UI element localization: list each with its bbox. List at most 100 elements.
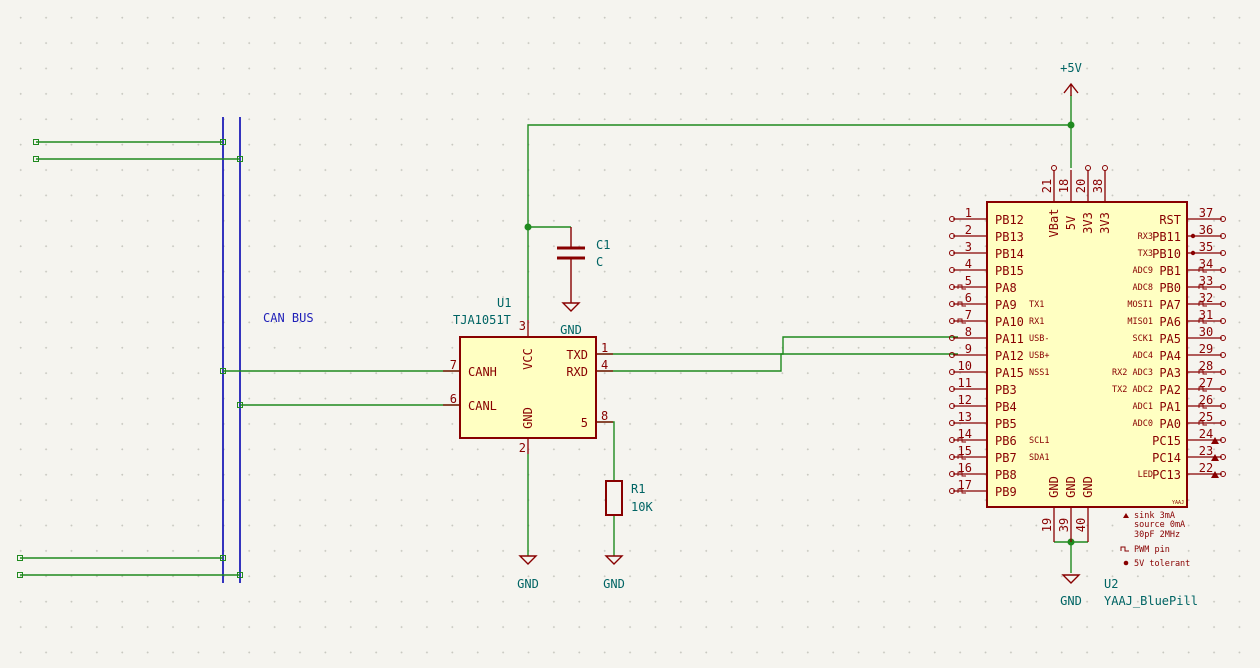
pwm-icon bbox=[1198, 318, 1207, 324]
u1-body bbox=[459, 336, 597, 439]
u2-pin-function: SCK1 bbox=[1133, 334, 1153, 344]
u2-pin-num: 24 bbox=[1199, 427, 1213, 441]
u2-pin-num: 37 bbox=[1199, 206, 1213, 220]
u2-pin-name: 3V3 bbox=[1098, 212, 1112, 234]
u2-pin-num: 14 bbox=[958, 427, 972, 441]
pwm-icon bbox=[1198, 301, 1207, 307]
ground-symbol-u1[interactable]: GND bbox=[517, 555, 539, 591]
junction-dot bbox=[524, 223, 532, 231]
capacitor-c1[interactable]: C1 C GND bbox=[557, 227, 610, 337]
u2-pin-num: 39 bbox=[1057, 518, 1071, 532]
legend-source: source 0mA bbox=[1134, 520, 1185, 530]
ground-symbol-u2[interactable]: GND bbox=[1060, 574, 1082, 608]
u2-pin-num: 5 bbox=[965, 274, 972, 288]
pwm-icon bbox=[957, 454, 966, 460]
u2-pin-num: 33 bbox=[1199, 274, 1213, 288]
pwm-icon bbox=[1198, 386, 1207, 392]
sink-icon bbox=[1211, 454, 1219, 461]
pin-end-icon bbox=[949, 454, 955, 460]
u2-ref: U2 bbox=[1104, 577, 1118, 591]
pin-end-icon bbox=[949, 233, 955, 239]
u2-pin-name: PB10 bbox=[1152, 247, 1181, 261]
wire-5v-rail[interactable] bbox=[527, 124, 1071, 320]
resistor-r1[interactable]: R1 10K GND bbox=[603, 480, 653, 591]
pin-end-icon bbox=[949, 437, 955, 443]
wire-s-r1[interactable] bbox=[597, 421, 615, 480]
pin-end-icon bbox=[1220, 471, 1226, 477]
pin-end-icon bbox=[949, 335, 955, 341]
pin-end-icon bbox=[1220, 233, 1226, 239]
u2-pin-name: PB15 bbox=[995, 264, 1024, 278]
u2-pin-num: 6 bbox=[965, 291, 972, 305]
pin-end-icon bbox=[1220, 267, 1226, 273]
u2-pin-name: GND bbox=[1081, 476, 1095, 498]
pin-end-icon bbox=[1085, 165, 1091, 171]
u2-pin-num: 18 bbox=[1057, 179, 1071, 193]
u2-pin-name: PB14 bbox=[995, 247, 1024, 261]
pin-end-icon bbox=[949, 284, 955, 290]
u2-pin-name: PC13 bbox=[1152, 468, 1181, 482]
pwm-icon bbox=[1120, 546, 1129, 552]
pin-end-icon bbox=[1220, 437, 1226, 443]
pin-end-icon bbox=[1220, 369, 1226, 375]
u2-pin-function: SCL1 bbox=[1029, 436, 1049, 446]
u2-pin-name: RST bbox=[1159, 213, 1181, 227]
wire-txd-pa11[interactable] bbox=[597, 336, 958, 355]
net-label-can-bus[interactable]: CAN BUS bbox=[263, 311, 314, 325]
u1-pin-label-s: 5 bbox=[581, 416, 588, 430]
u1-pin-label-rxd: RXD bbox=[566, 365, 588, 379]
u2-pin-function: USB+ bbox=[1029, 351, 1049, 361]
u2-pin-name: PB5 bbox=[995, 417, 1017, 431]
u2-pin-name: PA1 bbox=[1159, 400, 1181, 414]
legend-pwm: PWM pin bbox=[1134, 545, 1170, 555]
u2-pin-num: 17 bbox=[958, 478, 972, 492]
pin-end-icon bbox=[949, 386, 955, 392]
u2-pin-name: PA7 bbox=[1159, 298, 1181, 312]
u1-pin-num: 2 bbox=[519, 441, 526, 455]
power-5v-symbol[interactable]: +5V bbox=[1060, 61, 1082, 96]
wire-rxd-pa12[interactable] bbox=[597, 353, 958, 372]
ic-u1[interactable]: U1 TJA1051T 3 VCC 2 GND 7 CANH 6 CANL 1 … bbox=[443, 296, 613, 455]
